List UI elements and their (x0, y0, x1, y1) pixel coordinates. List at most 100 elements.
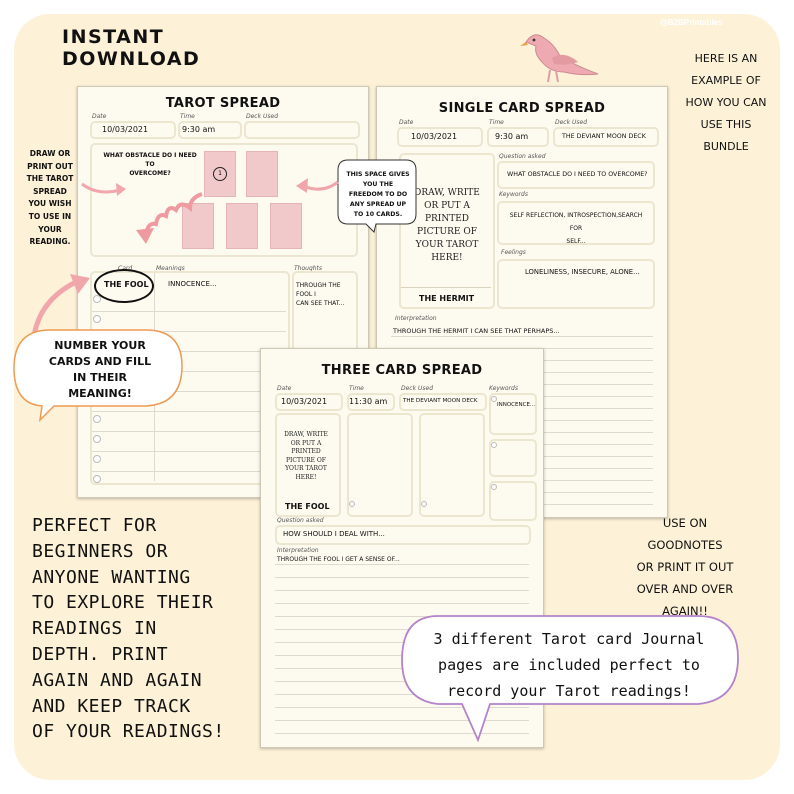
writing-line (275, 733, 529, 734)
thoughts-line: THROUGH THE FOOL I (296, 282, 341, 298)
date-label: Date (92, 113, 107, 120)
divider (92, 331, 286, 332)
card-name: THE HERMIT (419, 294, 475, 303)
deck-field[interactable] (244, 121, 360, 139)
divider (92, 391, 286, 392)
keywords-label: Keywords (499, 191, 528, 198)
draw-line: THE TAROT (26, 174, 74, 184)
tarot-card (226, 203, 258, 249)
interpretation-value: THROUGH THE FOOL I GET A SENSE OF... (277, 556, 400, 563)
writing-line (275, 629, 529, 630)
draw-note: DRAW OR PRINT OUT THE TAROT SPREAD YOU W… (18, 148, 82, 249)
time-field[interactable] (487, 127, 549, 147)
divider (92, 471, 286, 472)
space-bubble-line: FREEDOM TO DO (348, 191, 408, 198)
date-field[interactable] (90, 121, 176, 139)
keyword-dot (491, 484, 497, 490)
tarot-card (270, 203, 302, 249)
card-draw-line: PRINTED (424, 214, 470, 224)
row-number-dot (93, 295, 101, 303)
time-label: Time (349, 385, 364, 392)
keyword-box[interactable] (489, 393, 537, 435)
card-name: THE FOOL (104, 280, 149, 289)
keywords-field[interactable] (497, 201, 655, 245)
example-line: BUNDLE (703, 140, 749, 153)
interpretation-value: THROUGH THE HERMIT I CAN SEE THAT PERHAP… (393, 327, 560, 335)
card-box-3[interactable] (419, 413, 485, 517)
keywords-line: SELF REFLECTION, INTROSPECTION,SEARCH FO… (509, 212, 643, 232)
time-value: 9:30 am (182, 125, 216, 134)
space-bubble-shape (337, 159, 417, 233)
heading-line-2: DOWNLOAD (62, 48, 201, 70)
question-field[interactable] (497, 161, 655, 189)
arrow-icon (81, 182, 126, 196)
writing-line (275, 616, 529, 617)
page-title: SINGLE CARD SPREAD (438, 101, 606, 116)
perfect-text: PERFECT FOR BEGINNERS OR ANYONE WANTING … (32, 513, 225, 745)
card-box-1[interactable] (275, 413, 341, 517)
deck-field[interactable] (553, 127, 659, 147)
perfect-line: OF YOUR READINGS! (32, 721, 225, 743)
writing-line (275, 707, 529, 708)
row-number-dot (93, 315, 101, 323)
card-draw-line: PRINTED (291, 448, 321, 456)
time-field[interactable] (178, 121, 242, 139)
space-bubble-line: YOU THE (362, 181, 394, 188)
goodnotes-note: USE ON GOODNOTES OR PRINT IT OUT OVER AN… (620, 512, 750, 622)
perfect-line: AND KEEP TRACK (32, 695, 191, 717)
tarot-card (246, 151, 278, 197)
keywords-value: SELF REFLECTION, INTROSPECTION,SEARCH FO… (503, 209, 649, 248)
date-field[interactable] (275, 393, 343, 411)
question-label: Question asked (499, 153, 546, 160)
writing-line (275, 603, 529, 604)
journal-bubble-shape (401, 615, 739, 743)
interpretation-label: Interpretation (395, 315, 437, 322)
card-label: Card (118, 265, 133, 272)
question-value: HOW SHOULD I DEAL WITH... (283, 530, 385, 538)
keywords-label: Keywords (489, 385, 518, 392)
keywords-line: SELF... (566, 238, 586, 245)
writing-line (391, 336, 653, 337)
keyword-box[interactable] (489, 439, 537, 477)
deck-value: THE DEVIANT MOON DECK (403, 398, 478, 404)
goodnotes-line: GOODNOTES (647, 538, 723, 552)
card-draw-line: HERE! (431, 253, 463, 263)
time-label: Time (180, 113, 195, 120)
perfect-line: PERFECT FOR (32, 515, 157, 536)
deck-label: Deck Used (555, 119, 588, 126)
writing-line (275, 694, 529, 695)
draw-line: PRINT OUT (27, 161, 73, 171)
perfect-line: READINGS IN (32, 618, 157, 640)
deck-field[interactable] (399, 393, 487, 411)
time-field[interactable] (347, 393, 395, 411)
draw-line: DRAW OR (29, 149, 71, 158)
divider (92, 371, 286, 372)
date-label: Date (399, 119, 414, 126)
date-field[interactable] (397, 127, 483, 147)
card-box-2[interactable] (347, 413, 413, 517)
card-number-circle: 1 (213, 167, 227, 181)
bird-icon (520, 34, 599, 83)
instant-download-heading: INSTANT DOWNLOAD (62, 26, 200, 70)
spread-question-line: WHAT OBSTACLE DO I NEED TO (103, 152, 197, 168)
card-dot (349, 501, 355, 507)
question-field[interactable] (275, 525, 531, 545)
meaning-value: INNOCENCE... (168, 280, 217, 288)
card-draw-line: DRAW, WRITE (414, 188, 480, 198)
card-number: 1 (218, 170, 222, 177)
example-note: HERE IS AN EXAMPLE OF HOW YOU CAN USE TH… (676, 48, 776, 158)
row-number-dot (93, 415, 101, 423)
card-name: THE FOOL (285, 502, 330, 511)
goodnotes-line: USE ON (662, 516, 708, 530)
keyword-box[interactable] (489, 481, 537, 521)
keyword-dot (491, 396, 497, 402)
card-draw-line: DRAW, WRITE (284, 431, 328, 438)
perfect-line: DEPTH. PRINT (32, 643, 169, 665)
number-bubble-line: MEANING! (68, 387, 132, 400)
card-draw-line: HERE! (295, 473, 317, 481)
writing-line (275, 642, 529, 643)
thoughts-line: CAN SEE THAT... (296, 300, 345, 307)
arrow-icon (31, 274, 90, 337)
arrow-icon (296, 178, 339, 193)
feelings-field[interactable] (497, 259, 655, 309)
